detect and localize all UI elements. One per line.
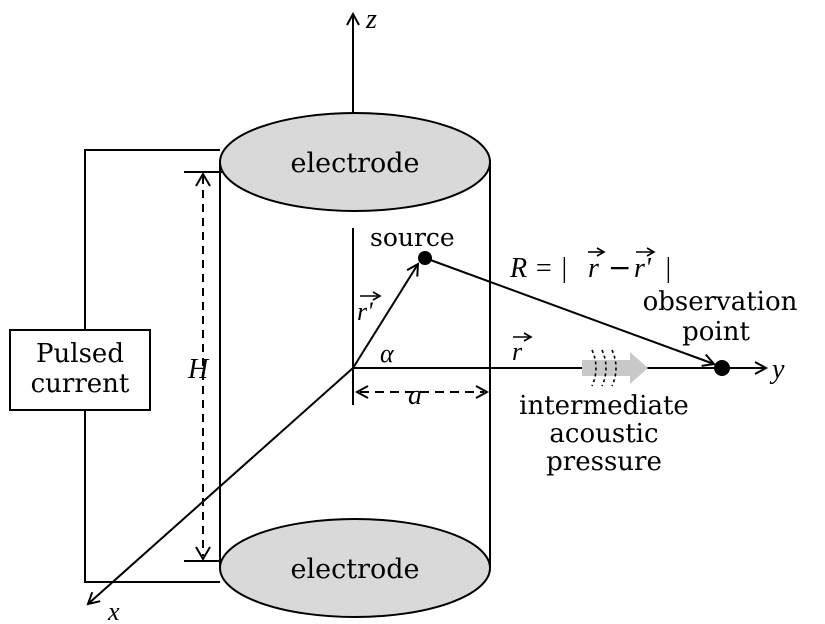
pulsed-current-box	[9, 329, 151, 411]
r-equation-minus: −	[608, 251, 631, 284]
observation-label-line2: point	[682, 317, 750, 347]
r-vec-label: r	[512, 337, 523, 366]
alpha-label: α	[380, 339, 395, 368]
h-arrow-up	[195, 172, 211, 187]
top-electrode-label: electrode	[291, 148, 420, 179]
a-label: a	[408, 380, 422, 411]
top-electrode	[219, 112, 491, 212]
acoustic-wave-icon	[582, 349, 648, 387]
y-axis-label: y	[769, 354, 785, 385]
r-equation-r: r	[588, 253, 599, 284]
a-arrow-right	[475, 385, 490, 399]
r-equation-rp: r'	[634, 253, 652, 284]
observation-label-line1: observation	[643, 287, 798, 317]
h-label: H	[187, 354, 210, 385]
bottom-electrode-label: electrode	[291, 554, 420, 585]
r-equation-rhs: |	[664, 253, 672, 284]
source-point	[418, 251, 432, 265]
pulsed-current-label-line2: current	[31, 369, 130, 399]
intermediate-label-line1: intermediate	[519, 391, 689, 421]
intermediate-label-line3: pressure	[546, 447, 662, 477]
x-axis-label: x	[107, 597, 120, 624]
intermediate-label-line2: acoustic	[549, 419, 658, 449]
h-arrow-down	[195, 546, 211, 561]
pulsed-current-label-line1: Pulsed	[36, 339, 124, 369]
x-axis-line	[88, 367, 354, 604]
source-label: source	[370, 223, 455, 252]
bottom-electrode	[219, 518, 491, 618]
a-arrow-left	[354, 385, 369, 399]
observation-point	[714, 360, 730, 376]
r-prime-vector	[352, 264, 418, 369]
z-axis-label: z	[365, 4, 377, 35]
r-distance-line	[424, 257, 714, 364]
r-equation: R = | r − r' |	[509, 247, 672, 284]
r-prime-label: r'	[357, 297, 373, 326]
r-equation-lhs: R = |	[509, 253, 568, 284]
